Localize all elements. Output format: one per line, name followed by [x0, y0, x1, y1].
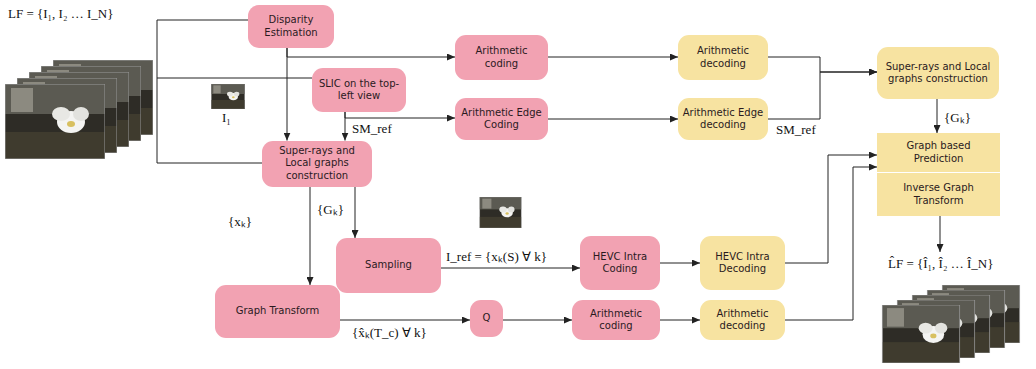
connector — [287, 48, 455, 57]
math-label: SM_ref — [776, 122, 816, 138]
process-box: Inverse Graph Transform — [877, 172, 1000, 216]
connector — [310, 187, 311, 286]
box-label: Graph based Prediction — [881, 140, 996, 165]
connector — [660, 320, 700, 321]
box-label: Arithmetic coding — [576, 308, 656, 333]
process-box: Graph based Prediction — [877, 133, 1000, 172]
connector — [937, 99, 938, 133]
process-box: HEVC Intra Coding — [580, 236, 660, 290]
connector — [768, 57, 877, 72]
view-image — [5, 84, 105, 159]
reference-image-thumbnail — [480, 197, 521, 228]
box-label: Sampling — [365, 259, 412, 272]
connector — [785, 167, 877, 320]
connector — [660, 263, 700, 264]
process-box: SLIC on the top-left view — [312, 68, 406, 112]
connector — [287, 48, 288, 141]
process-box: Arithmetic decoding — [678, 35, 768, 80]
process-box: Arithmetic coding — [572, 300, 660, 340]
box-label: Graph Transform — [236, 305, 320, 318]
wire — [157, 78, 312, 79]
wire — [157, 163, 262, 164]
input-wires — [157, 20, 940, 252]
process-box: HEVC Intra Decoding — [700, 236, 785, 290]
decoded-light-field — [882, 285, 1019, 363]
view-image — [882, 305, 959, 363]
process-box: Disparity Estimation — [248, 5, 334, 48]
math-label: {x̂ₖ(T_c) ∀ k} — [352, 323, 427, 341]
output-arrow — [940, 216, 941, 252]
process-box: Arithmetic Edge Coding — [455, 98, 548, 140]
connector — [548, 57, 678, 58]
connector — [340, 320, 470, 321]
process-box: Sampling — [336, 238, 441, 293]
process-box: Arithmetic coding — [455, 35, 548, 80]
process-box: Arithmetic Edge decoding — [678, 98, 768, 140]
top-left-view-thumbnail — [211, 84, 244, 109]
box-label: Arithmetic coding — [459, 45, 544, 70]
process-box: Super-rays and Local graphs construction — [877, 47, 999, 99]
connector — [355, 187, 356, 239]
box-label: Super-rays and Local graphs construction — [266, 145, 368, 183]
input-light-field — [5, 60, 153, 159]
process-box: Arithmetic decoding — [700, 300, 785, 340]
wire — [157, 20, 248, 21]
math-label: {Gₖ} — [944, 108, 971, 126]
math-label: SM_ref — [352, 121, 392, 137]
connector — [345, 112, 455, 118]
box-label: Arithmetic decoding — [682, 45, 764, 70]
connector — [785, 155, 877, 263]
connector — [503, 320, 572, 321]
box-label: HEVC Intra Decoding — [704, 251, 781, 276]
math-label: I₁ — [222, 110, 231, 126]
math-label: L̂F = {Î₁, Î₂ … Î_N} — [888, 256, 993, 272]
process-box: Graph Transform — [215, 285, 340, 338]
box-label: Super-rays and Local graphs construction — [881, 61, 995, 86]
math-label: LF = {I₁, I₂ … I_N} — [8, 6, 113, 22]
box-label: Inverse Graph Transform — [881, 182, 996, 207]
connector — [441, 268, 580, 269]
wire — [157, 20, 158, 163]
connector — [345, 112, 346, 141]
math-label: {Gₖ} — [317, 200, 344, 218]
box-label: SLIC on the top-left view — [316, 78, 402, 103]
box-label: Arithmetic Edge decoding — [682, 107, 764, 132]
box-label: Arithmetic Edge Coding — [459, 107, 544, 132]
math-label: {xₖ} — [228, 212, 252, 230]
process-box: Super-rays and Local graphs construction — [262, 141, 372, 187]
process-box: Q — [470, 300, 503, 337]
box-label: Arithmetic decoding — [704, 308, 781, 333]
box-label: Q — [483, 312, 491, 325]
connector — [768, 72, 877, 119]
box-label: Disparity Estimation — [252, 14, 330, 39]
box-label: HEVC Intra Coding — [584, 251, 656, 276]
math-label: I_ref = {xₖ(S) ∀ k} — [446, 247, 547, 265]
connector — [548, 119, 678, 120]
